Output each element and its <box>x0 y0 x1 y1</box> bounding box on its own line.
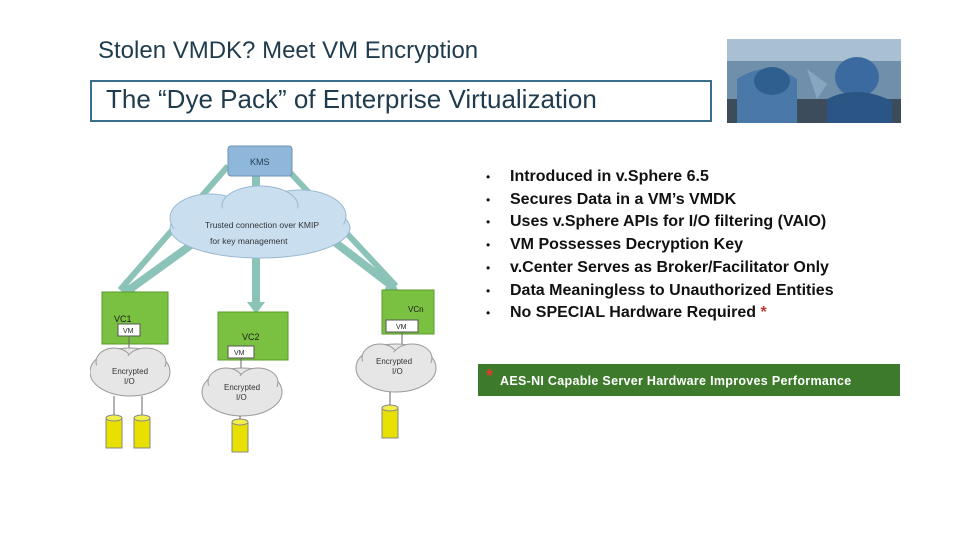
arrow-kms-vcn <box>329 236 398 290</box>
photo-illustration <box>727 39 901 123</box>
movie-still-photo <box>727 39 901 123</box>
bullet-item: •Secures Data in a VM’s VMDK <box>480 189 834 212</box>
vcenter-vc1: VC1 VM <box>101 291 169 345</box>
io2-line1: Encrypted <box>224 383 260 392</box>
disk-icon <box>381 404 399 439</box>
io1-line1: Encrypted <box>112 367 148 376</box>
bullet-marker: • <box>486 238 491 253</box>
bullet-marker: • <box>486 192 491 207</box>
bullet-item: •Uses v.Sphere APIs for I/O filtering (V… <box>480 211 834 234</box>
ion-line2: I/O <box>392 367 403 376</box>
footnote-marker: * <box>760 304 767 322</box>
bullet-item: •v.Center Serves as Broker/Facilitator O… <box>480 257 834 280</box>
vcenter-vcn: VCn VM <box>381 289 435 335</box>
bullet-marker: • <box>486 283 491 298</box>
kmip-cloud: Trusted connection over KMIP for key man… <box>169 185 351 259</box>
encrypted-io-cloud-2: Encrypted I/O <box>201 367 283 417</box>
slide-title: Stolen VMDK? Meet VM Encryption <box>98 37 479 64</box>
encrypted-io-cloud-1: Encrypted I/O <box>89 347 171 397</box>
ion-line1: Encrypted <box>376 357 412 366</box>
subtitle-box <box>90 80 712 122</box>
bullet-marker: • <box>486 260 491 275</box>
disk-icon <box>133 414 151 449</box>
vcn-label: VCn <box>408 305 424 314</box>
note-text: AES-NI Capable Server Hardware Improves … <box>500 374 852 388</box>
vc2-vm-label: VM <box>234 350 245 357</box>
vc1-vm-label: VM <box>123 328 134 335</box>
bullet-marker: • <box>486 170 491 184</box>
cloud-label-1: Trusted connection over KMIP <box>205 220 319 230</box>
io2-line2: I/O <box>236 393 247 402</box>
encrypted-io-cloud-n: Encrypted I/O <box>355 343 437 393</box>
cloud-label-2: for key management <box>210 236 288 246</box>
bullet-item: •Introduced in v.Sphere 6.5 <box>480 166 834 189</box>
disk-icon <box>231 418 249 453</box>
disk-icon <box>105 414 123 449</box>
bullet-item: •No SPECIAL Hardware Required * <box>480 302 834 325</box>
slide-subtitle: The “Dye Pack” of Enterprise Virtualizat… <box>106 84 597 114</box>
vcenter-vc2: VC2 VM <box>217 311 289 361</box>
bullet-marker: • <box>486 215 491 230</box>
kms-server: KMS <box>227 145 293 177</box>
kms-label: KMS <box>250 157 270 167</box>
vcn-vm-label: VM <box>396 324 407 331</box>
bullet-marker: • <box>486 306 491 321</box>
bullet-item: •Data Meaningless to Unauthorized Entiti… <box>480 280 834 303</box>
performance-note-banner <box>478 364 900 396</box>
vm-encryption-diagram: Trusted connection over KMIP for key man… <box>89 140 470 460</box>
bullet-item: •VM Possesses Decryption Key <box>480 234 834 257</box>
vc1-label: VC1 <box>114 314 132 324</box>
vc2-label: VC2 <box>242 332 260 342</box>
feature-bullet-list: •Introduced in v.Sphere 6.5 •Secures Dat… <box>480 166 834 325</box>
io1-line2: I/O <box>124 377 135 386</box>
note-asterisk: * <box>486 366 494 386</box>
